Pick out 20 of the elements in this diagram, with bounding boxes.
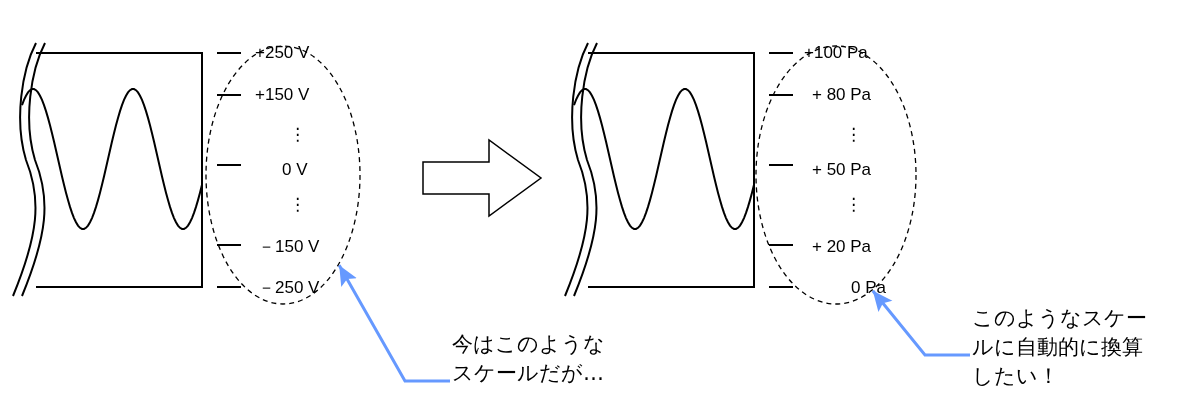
scale-label: +100 Pa bbox=[804, 42, 868, 64]
leader-line bbox=[871, 289, 970, 357]
scale-label: ⋮ bbox=[289, 124, 306, 146]
dashed-ellipse bbox=[755, 45, 917, 305]
scale-label: + 20 Pa bbox=[812, 236, 872, 258]
scale-label: ⋮ bbox=[289, 194, 306, 216]
callout-text: 今はこのようなスケールだが… bbox=[452, 331, 606, 387]
scale-label: 0 V bbox=[282, 159, 308, 181]
dashed-ellipse bbox=[205, 45, 361, 305]
scale-label: +150 V bbox=[255, 84, 310, 106]
scale-label: + 50 Pa bbox=[812, 159, 872, 181]
scale-label: ⋮ bbox=[845, 124, 862, 146]
scale-label: 0 Pa bbox=[851, 277, 886, 299]
scale-label: －250 V bbox=[258, 277, 320, 299]
callout-text: このようなスケールに自動的に換算したい！ bbox=[972, 305, 1148, 390]
scale-label: + 80 Pa bbox=[812, 84, 872, 106]
scale-label: ⋮ bbox=[845, 194, 862, 216]
block-arrow bbox=[422, 138, 543, 218]
leader-line bbox=[337, 264, 450, 383]
scale-label: －150 V bbox=[258, 236, 320, 258]
